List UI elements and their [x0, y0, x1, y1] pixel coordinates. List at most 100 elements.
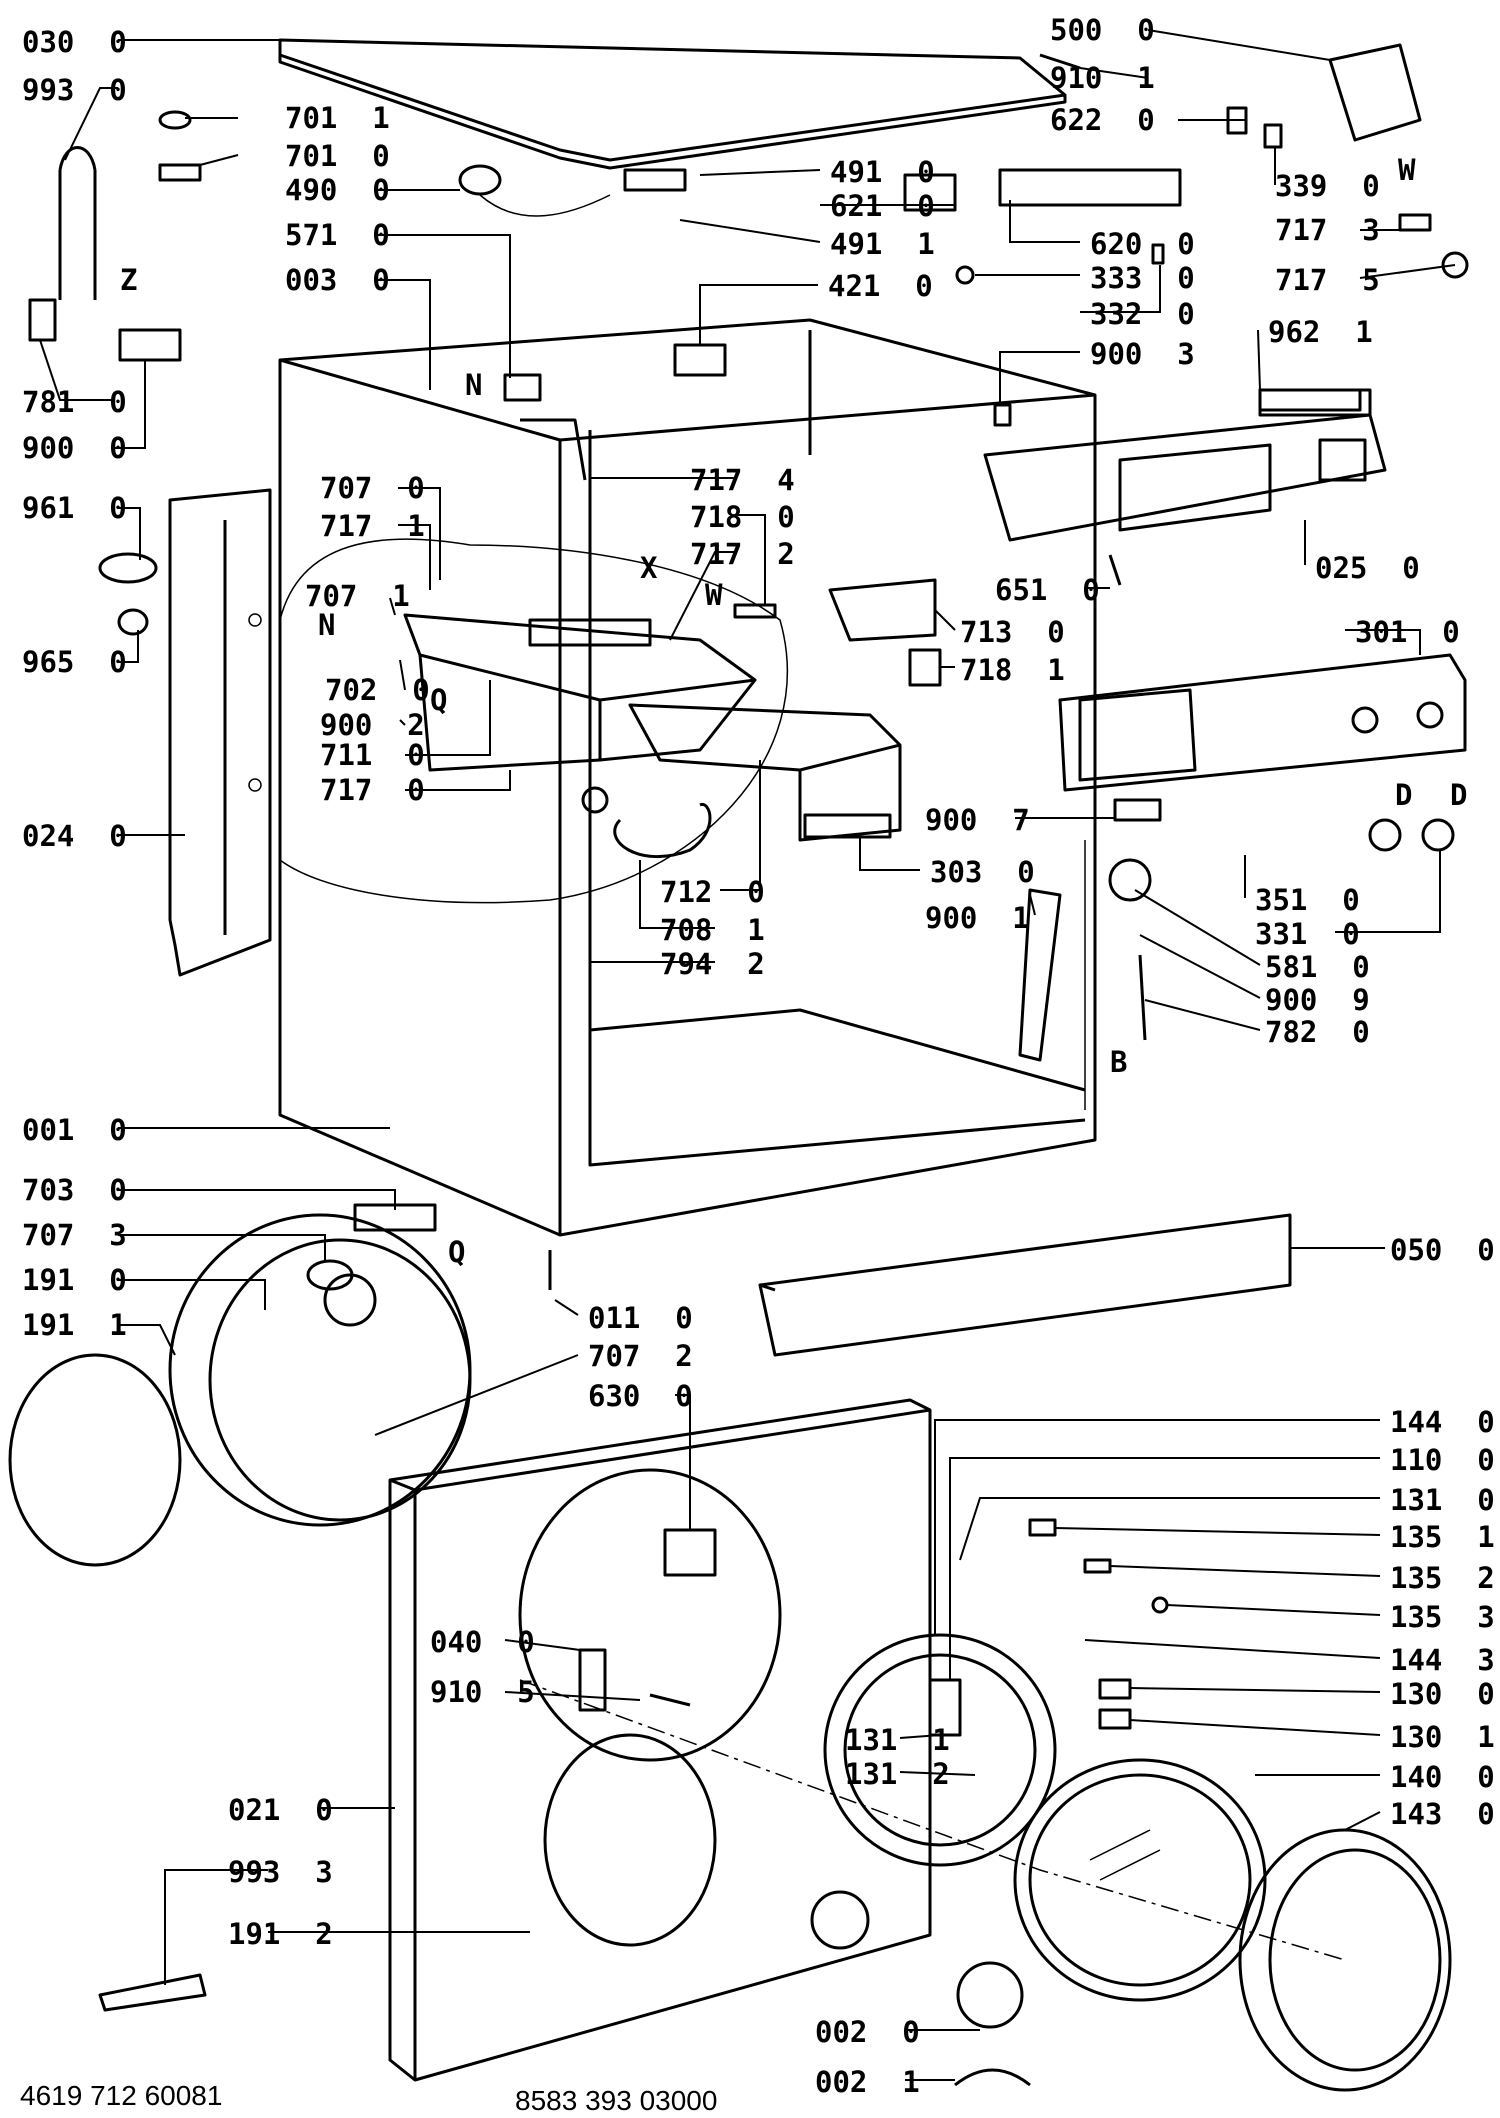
part-label-910-5: 910 5	[430, 1675, 535, 1709]
part-label-900-1: 900 1	[925, 901, 1030, 935]
small-components	[28, 43, 1469, 2012]
leader-lines	[39, 39, 691, 1985]
marker-w-right: W	[1398, 153, 1416, 187]
part-label-001-0: 001 0	[22, 1113, 127, 1147]
part-label-621-0: 621 0	[830, 189, 935, 223]
top-lid	[278, 38, 1067, 170]
part-label-651-0: 651 0	[995, 573, 1100, 607]
part-label-500-0: 500 0	[1050, 13, 1155, 47]
part-label-131-0: 131 0	[1390, 1483, 1495, 1517]
door-ring	[823, 1633, 1057, 1867]
part-label-140-0: 140 0	[1390, 1760, 1495, 1794]
part-label-620-0: 620 0	[1090, 227, 1195, 261]
part-label-021-0: 021 0	[228, 1793, 333, 1827]
part-label-717-2: 717 2	[690, 537, 795, 571]
part-label-910-1: 910 1	[1050, 61, 1155, 95]
tub-front	[8, 1213, 472, 1567]
marker-x: X	[640, 551, 658, 585]
part-label-900-0: 900 0	[22, 431, 127, 465]
part-label-717-1: 717 1	[320, 509, 425, 543]
part-label-491-0: 491 0	[830, 155, 935, 189]
part-label-900-2: 900 2	[320, 708, 425, 742]
cabinet	[278, 318, 1097, 1237]
part-label-707-2: 707 2	[588, 1339, 693, 1373]
part-label-717-3: 717 3	[1275, 213, 1380, 247]
part-label-794-2: 794 2	[660, 947, 765, 981]
part-label-718-1: 718 1	[960, 653, 1065, 687]
side-panel	[168, 488, 272, 977]
door-handle	[954, 1961, 1031, 2087]
part-label-003-0: 003 0	[285, 263, 390, 297]
diagram-code-center: 8583 393 03000	[515, 2085, 717, 2116]
part-label-708-1: 708 1	[660, 913, 765, 947]
part-label-131-1: 131 1	[845, 1723, 950, 1757]
door-glass	[1013, 1758, 1267, 2002]
part-label-135-1: 135 1	[1390, 1520, 1495, 1554]
marker-q-left: Q	[430, 683, 447, 717]
part-label-030-0: 030 0	[22, 25, 127, 59]
marker-d-left: D	[1395, 778, 1412, 812]
door-lock	[578, 1528, 717, 1712]
part-label-900-9: 900 9	[1265, 983, 1370, 1017]
part-label-707-1: 707 1	[305, 579, 410, 613]
dispenser-housing	[403, 613, 757, 772]
part-label-351-0: 351 0	[1255, 883, 1360, 917]
part-label-581-0: 581 0	[1265, 950, 1370, 984]
part-label-707-0: 707 0	[320, 471, 425, 505]
part-label-702-0: 702 0	[325, 673, 430, 707]
part-label-630-0: 630 0	[588, 1379, 693, 1413]
part-label-025-0: 025 0	[1315, 551, 1420, 585]
part-label-961-0: 961 0	[22, 491, 127, 525]
part-label-301-0: 301 0	[1355, 615, 1460, 649]
part-label-781-0: 781 0	[22, 385, 127, 419]
part-label-144-0: 144 0	[1390, 1405, 1495, 1439]
part-label-135-3: 135 3	[1390, 1600, 1495, 1634]
part-label-421-0: 421 0	[828, 269, 933, 303]
part-label-717-5: 717 5	[1275, 263, 1380, 297]
part-label-707-3: 707 3	[22, 1218, 127, 1252]
front-panel	[388, 1398, 932, 2082]
part-label-711-0: 711 0	[320, 738, 425, 772]
marker-n-top: N	[465, 368, 482, 402]
part-label-962-1: 962 1	[1268, 315, 1373, 349]
part-label-993-0: 993 0	[22, 73, 127, 107]
part-label-331-0: 331 0	[1255, 917, 1360, 951]
detergent-drawer	[628, 703, 902, 842]
part-label-339-0: 339 0	[1275, 169, 1380, 203]
part-label-040-0: 040 0	[430, 1625, 535, 1659]
part-label-143-0: 143 0	[1390, 1797, 1495, 1831]
marker-n-left: N	[318, 608, 335, 642]
part-label-718-0: 718 0	[690, 500, 795, 534]
drain-hose	[581, 786, 712, 859]
door-outer	[1238, 1828, 1452, 2092]
part-label-002-1: 002 1	[815, 2065, 920, 2099]
part-label-144-3: 144 3	[1390, 1643, 1495, 1677]
part-label-993-3: 993 3	[228, 1855, 333, 1889]
part-label-191-1: 191 1	[22, 1308, 127, 1342]
part-label-024-0: 024 0	[22, 819, 127, 853]
part-label-491-1: 491 1	[830, 227, 935, 261]
part-label-333-0: 333 0	[1090, 261, 1195, 295]
part-label-713-0: 713 0	[960, 615, 1065, 649]
marker-z: Z	[120, 263, 137, 297]
part-label-701-0: 701 0	[285, 139, 390, 173]
part-label-900-7: 900 7	[925, 803, 1030, 837]
marker-d-right: D	[1450, 778, 1467, 812]
facia	[1058, 653, 1467, 792]
part-label-135-2: 135 2	[1390, 1561, 1495, 1595]
part-label-303-0: 303 0	[930, 855, 1035, 889]
part-label-717-0: 717 0	[320, 773, 425, 807]
part-label-965-0: 965 0	[22, 645, 127, 679]
part-label-191-2: 191 2	[228, 1917, 333, 1951]
part-label-622-0: 622 0	[1050, 103, 1155, 137]
part-label-002-0: 002 0	[815, 2015, 920, 2049]
part-label-130-0: 130 0	[1390, 1677, 1495, 1711]
kickplate	[758, 1213, 1292, 1357]
part-label-011-0: 011 0	[588, 1301, 693, 1335]
part-label-191-0: 191 0	[22, 1263, 127, 1297]
assembly-axis	[519, 1679, 1346, 1961]
